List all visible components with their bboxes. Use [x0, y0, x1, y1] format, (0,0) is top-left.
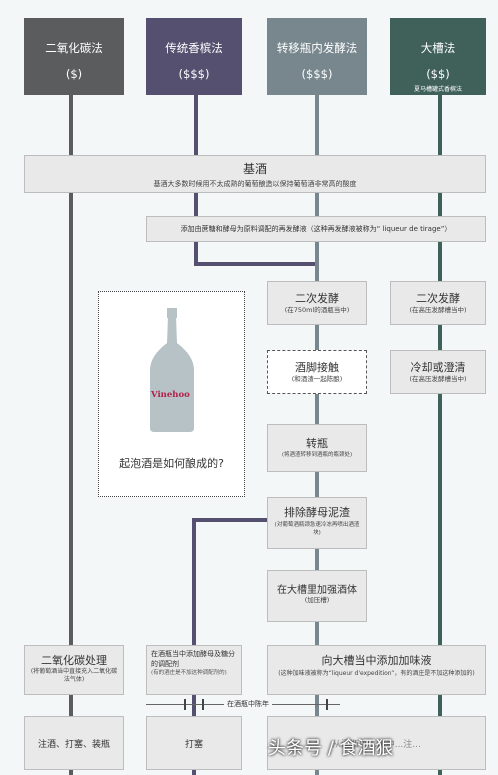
liqueur-tirage-box: 添加由蔗糖和酵母为原料调配的再发酵液（这种再发酵液被称为“ liqueur de…: [146, 216, 486, 242]
dosage-bottle-text: 在酒瓶当中添加酵母及糖分的调配剂: [151, 650, 235, 668]
step-title: 二次发酵: [416, 292, 460, 305]
base-wine-title: 基酒: [242, 162, 267, 176]
column-price: ($): [65, 67, 83, 81]
panel-question: 起泡酒是如何酿成的?: [119, 457, 224, 470]
bottom-text: 注酒、打塞、装瓶: [37, 740, 110, 750]
step-title: 排除酵母泥渣: [284, 506, 350, 519]
step-note: (在高压发酵槽当中): [409, 375, 467, 383]
column-header-co2: 二氧化碳法 ($): [24, 18, 124, 95]
aging-tick-left: [184, 699, 186, 710]
fortify-box: 在大槽里加强酒体 (加压槽): [267, 570, 367, 622]
step-note: (将酒渣转移到酒瓶的瓶颈处): [281, 452, 353, 458]
aging-tick-mid: [202, 699, 204, 710]
step-title: 酒脚接触: [295, 361, 339, 374]
aging-label: 在酒瓶中陈年: [224, 699, 272, 709]
step-note: (对葡萄酒瓶颈急速冷冻再喷出酒渣块): [274, 522, 360, 536]
second-fermentation-bottle-box: 二次发酵 (在750ml的酒瓶当中): [267, 281, 367, 325]
column-price: ($$$): [301, 67, 333, 81]
illustration-panel: Vinehoo 起泡酒是如何酿成的?: [98, 291, 245, 497]
column-header-tank: 大槽法 ($$) 夏马槽罐式香槟法: [390, 18, 486, 95]
dosage-tank-box: 向大槽当中添加加味液 (这种加味液被称为“liqueur d'expeditio…: [267, 645, 486, 695]
cooling-box: 冷却或澄清 (在高压发酵槽当中): [390, 350, 486, 394]
watermark: 头条号 / 食酒狠: [268, 738, 394, 759]
liqueur-tirage-text: 添加由蔗糖和酵母为原料调配的再发酵液（这种再发酵液被称为“ liqueur de…: [180, 225, 452, 233]
step-note: (在750ml的酒瓶当中): [284, 306, 350, 314]
flow-line-co2: [69, 95, 73, 775]
corking-box: 打塞: [146, 716, 242, 770]
step-note: (在高压发酵槽当中): [409, 306, 467, 314]
co2-process-box: 二氧化碳处理 (将葡萄酒当中直接充入二氧化碳法气体): [24, 645, 124, 695]
step-note: (将葡萄酒当中直接充入二氧化碳法气体): [30, 668, 118, 683]
bottle-label: Vinehoo: [151, 390, 190, 400]
flow-line-traditional-return: [192, 518, 318, 522]
aging-tick-right: [326, 699, 328, 710]
step-title: 转瓶: [306, 437, 328, 450]
step-title: 冷却或澄清: [410, 361, 466, 374]
second-fermentation-tank-box: 二次发酵 (在高压发酵槽当中): [390, 281, 486, 325]
riddling-box: 转瓶 (将酒渣转移到酒瓶的瓶颈处): [267, 424, 367, 472]
column-price: ($$): [426, 67, 450, 81]
bottle-icon: [150, 308, 194, 432]
step-title: 向大槽当中添加加味液: [321, 654, 432, 667]
bottom-text: 从酒瓶中...瓶中...注...: [332, 740, 421, 750]
transfer-bottling-box: 从酒瓶中...瓶中...注...: [267, 716, 486, 770]
column-title: 转移瓶内发酵法: [276, 41, 358, 55]
column-title: 二氧化碳法: [45, 41, 103, 55]
bottom-text: 打塞: [184, 740, 203, 750]
flow-line-traditional-connector: [194, 262, 318, 266]
base-wine-desc: 基酒大多数时候用不太成熟的葡萄酿造以保持葡萄酒非常高的酸度: [153, 180, 357, 188]
step-title: 在大槽里加强酒体: [277, 585, 357, 596]
disgorging-box: 排除酵母泥渣 (对葡萄酒瓶颈急速冷冻再喷出酒渣块): [267, 497, 367, 549]
column-header-traditional: 传统香槟法 ($$$): [146, 18, 242, 95]
step-note: (这种加味液被称为“liqueur d'expedition”，有的酒庄是不加这…: [278, 670, 475, 677]
base-wine-box: 基酒 基酒大多数时候用不太成熟的葡萄酿造以保持葡萄酒非常高的酸度: [24, 155, 486, 193]
dosage-bottle-box: 在酒瓶当中添加酵母及糖分的调配剂 (有的酒庄是不加这种调配剂的): [146, 645, 242, 695]
flow-line-tank: [438, 95, 442, 775]
column-title: 传统香槟法: [165, 41, 223, 55]
bottling-box: 注酒、打塞、装瓶: [24, 716, 124, 770]
column-header-transfer: 转移瓶内发酵法 ($$$): [267, 18, 367, 95]
step-title: 二氧化碳处理: [41, 654, 107, 667]
step-note: (加压槽): [304, 596, 330, 604]
lees-contact-box: 酒脚接触 (和酒渣一起陈酿): [267, 350, 367, 394]
column-note: 夏马槽罐式香槟法: [413, 86, 462, 93]
step-title: 二次发酵: [295, 292, 339, 305]
step-note: (和酒渣一起陈酿): [291, 375, 343, 383]
dosage-bottle-note: (有的酒庄是不加这种调配剂的): [151, 670, 227, 676]
column-price: ($$$): [178, 67, 210, 81]
column-title: 大槽法: [420, 41, 456, 55]
